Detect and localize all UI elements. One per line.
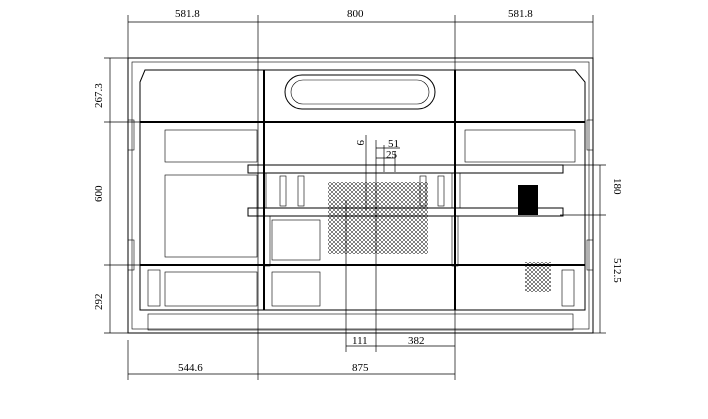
- dim-right-bracket: 180: [611, 178, 623, 195]
- rear-frame-ribs: [127, 69, 594, 311]
- dim-bottom-left: 544.6: [178, 362, 203, 374]
- dim-right-bottom: 512.5: [611, 258, 623, 283]
- dim-bottom-111: 111: [352, 335, 368, 347]
- dim-top-left: 581.8: [175, 8, 200, 20]
- dim-bracket-25: 25: [386, 149, 398, 161]
- dim-left-bottom: 292: [93, 294, 105, 311]
- vent-grille: [328, 182, 428, 254]
- dim-bracket-51: 51: [388, 138, 399, 150]
- dim-left-top: 267.3: [93, 83, 105, 108]
- dim-left-middle: 600: [93, 185, 105, 202]
- dim-top-right: 581.8: [508, 8, 533, 20]
- dim-top-center: 800: [347, 8, 364, 20]
- dim-bracket-offset: 9: [354, 140, 366, 146]
- dim-bottom-382: 382: [408, 335, 425, 347]
- dim-bottom-center: 875: [352, 362, 369, 374]
- label-block: [518, 185, 538, 215]
- dimension-lines: [104, 15, 606, 380]
- vent-grille-small: [525, 262, 551, 292]
- tv-panel-outline: [127, 57, 594, 334]
